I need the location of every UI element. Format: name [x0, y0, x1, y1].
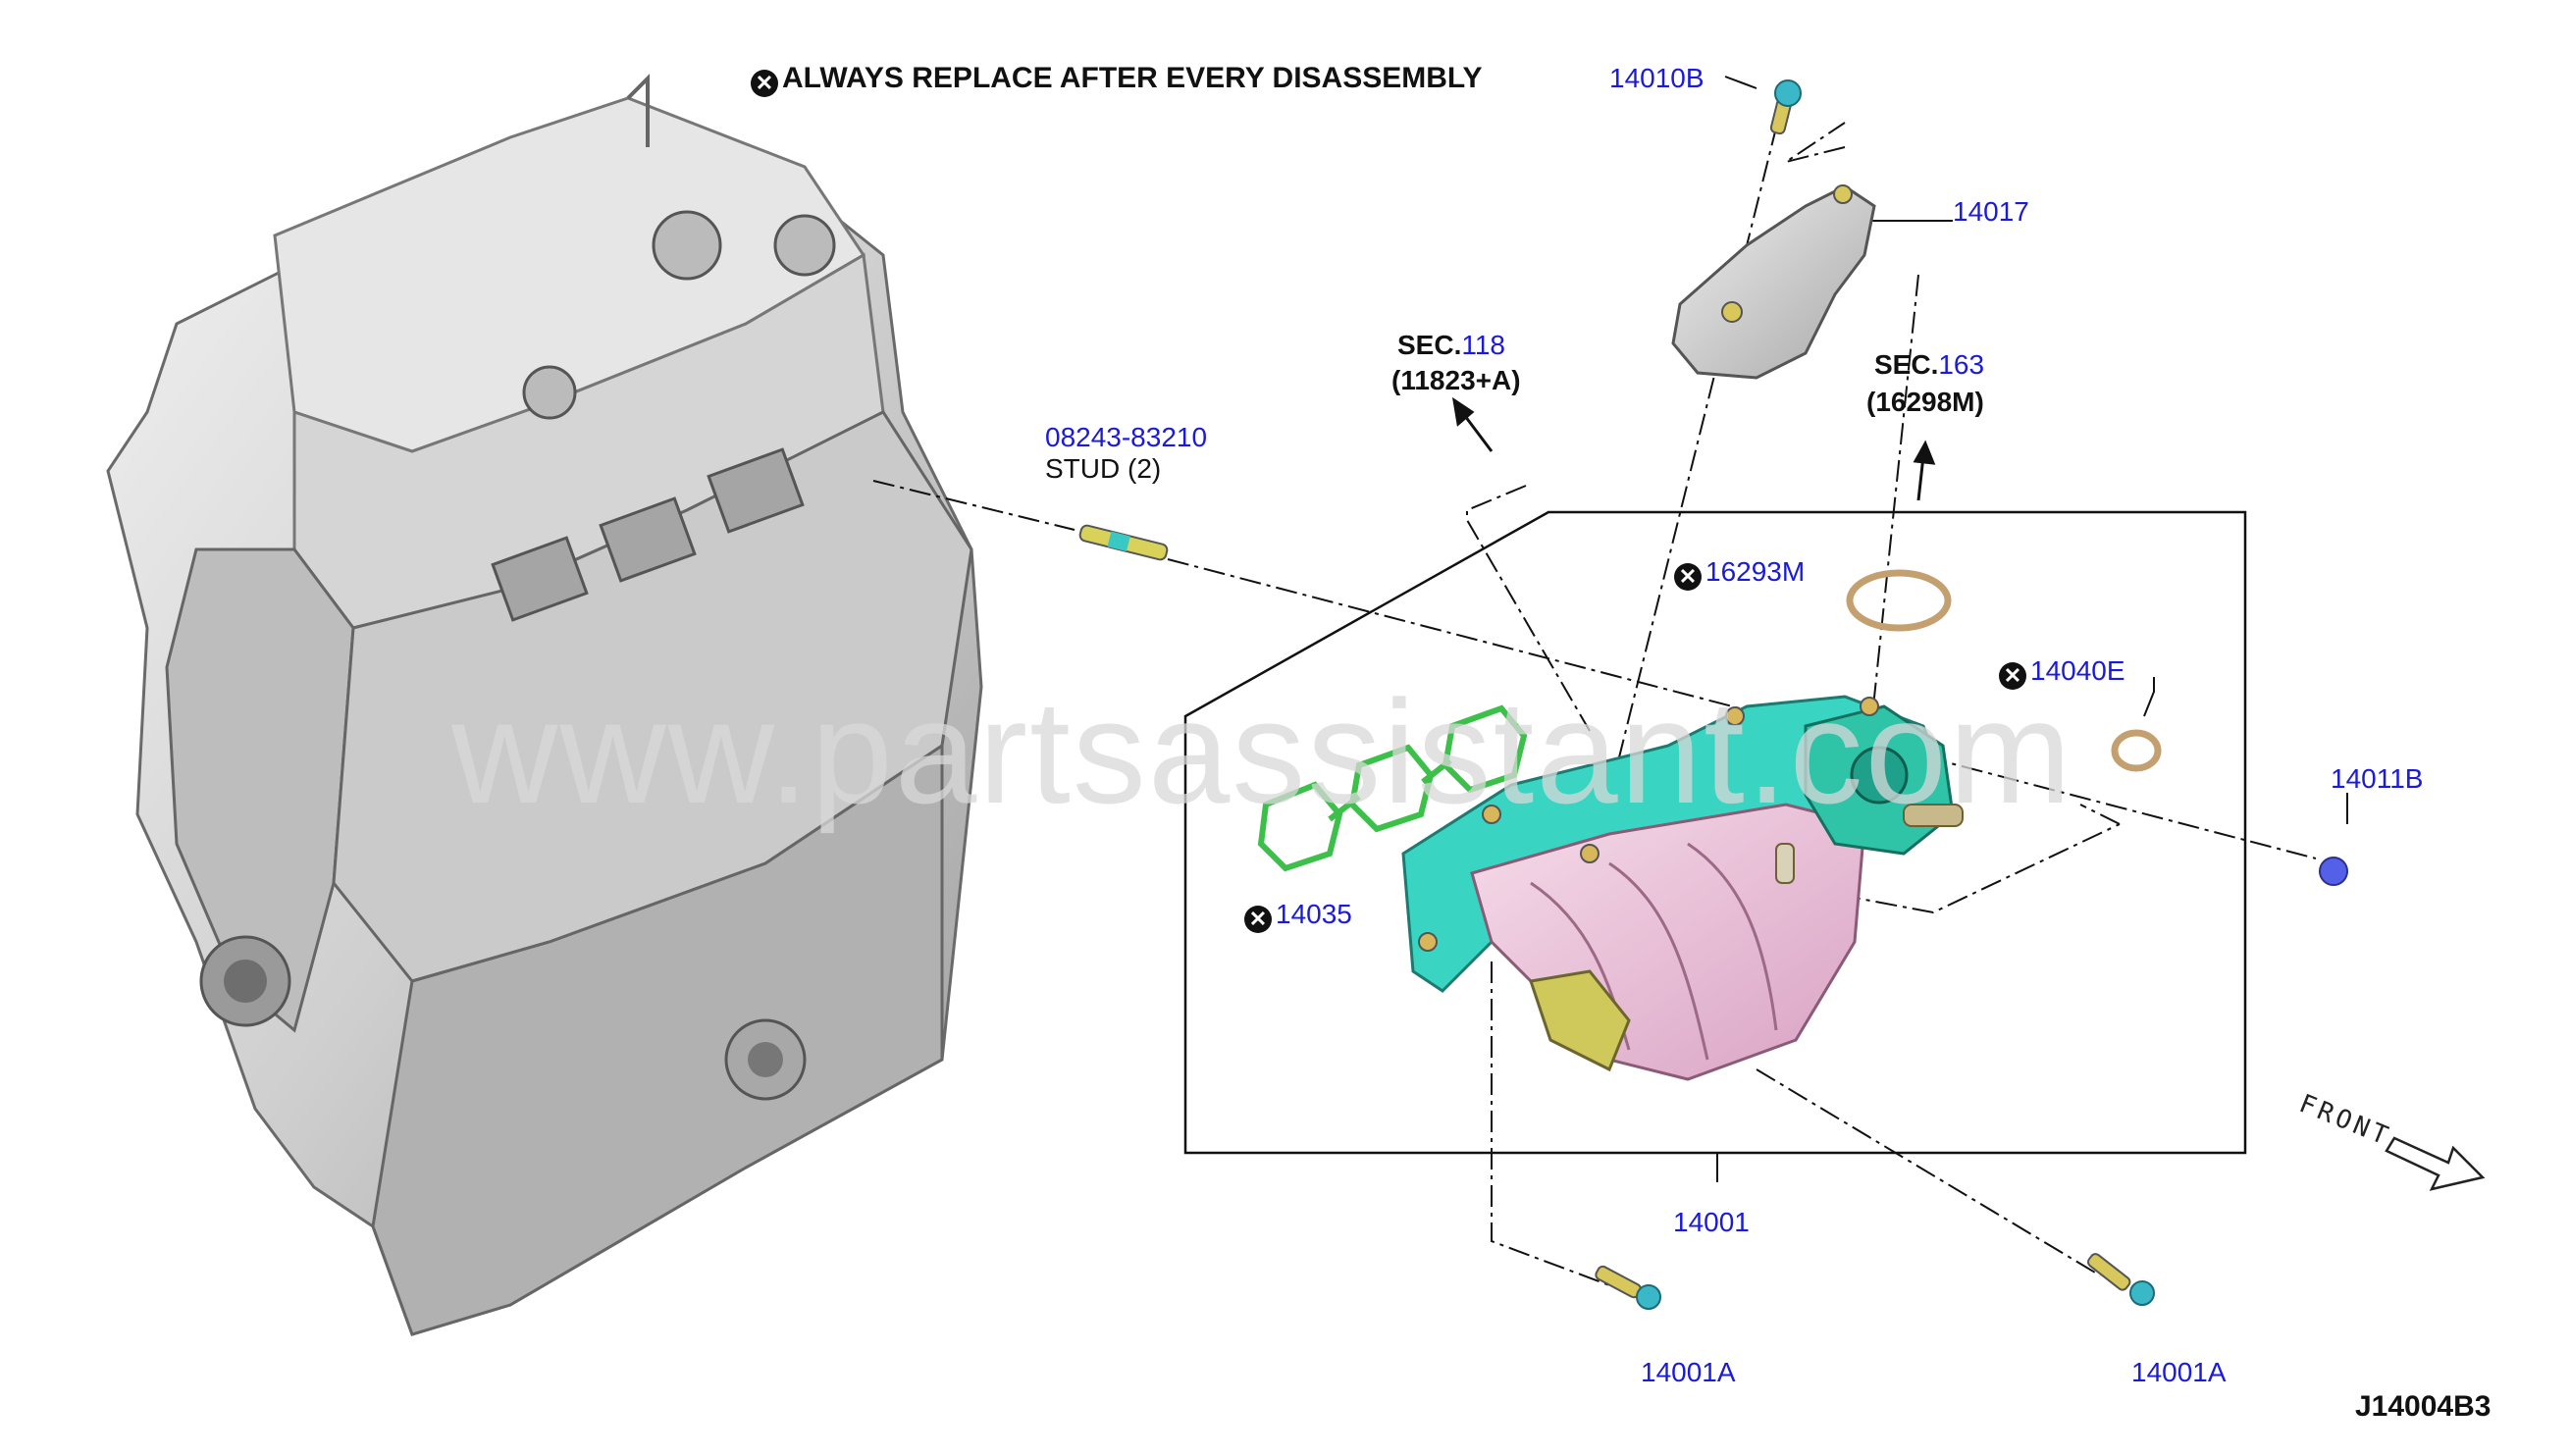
part-14001a-left[interactable]: 14001A	[1641, 1357, 1736, 1387]
diagram-code: J14004B3	[2355, 1390, 2491, 1423]
sec-163-ref[interactable]: SEC.163	[1874, 349, 1984, 381]
part-16293m-text: 16293M	[1705, 556, 1806, 587]
sec-163-sub: (16298M)	[1866, 387, 1984, 417]
notice-text: ALWAYS REPLACE AFTER EVERY DISASSEMBLY	[782, 62, 1483, 94]
part-14001a-right[interactable]: 14001A	[2131, 1357, 2227, 1387]
gasket-14035	[1257, 704, 1528, 872]
disassembly-notice: ✕ALWAYS REPLACE AFTER EVERY DISASSEMBLY	[751, 63, 1482, 97]
ring-16293m	[1846, 569, 1952, 632]
sec-118-ref[interactable]: SEC.118	[1397, 330, 1505, 361]
part-08243-83210[interactable]: 08243-83210	[1045, 422, 1208, 452]
watermark: www.partsassistant.com	[451, 669, 2073, 834]
assembly-outline	[1183, 510, 2247, 1155]
bolts	[1078, 79, 2348, 1310]
x-circle-icon: ✕	[1244, 906, 1272, 933]
stud-label: STUD (2)	[1045, 453, 1162, 484]
part-16293m[interactable]: ✕16293M	[1674, 556, 1805, 591]
sec-163-number: 163	[1938, 349, 1985, 380]
intake-manifold	[1401, 695, 1964, 1081]
x-circle-icon: ✕	[1674, 563, 1702, 591]
part-14035[interactable]: ✕14035	[1244, 899, 1352, 933]
part-14040e[interactable]: ✕14040E	[1999, 655, 2125, 690]
sec-arrows	[1451, 396, 1936, 501]
sec-118-sub: (11823+A)	[1391, 365, 1521, 395]
x-circle-icon: ✕	[1999, 662, 2026, 690]
part-14010b[interactable]: 14010B	[1609, 63, 1705, 93]
sec-118-prefix: SEC.	[1397, 330, 1462, 360]
sec-163-prefix: SEC.	[1874, 349, 1939, 380]
part-14040e-text: 14040E	[2030, 655, 2125, 686]
leader-lines	[872, 87, 2317, 1286]
part-14035-text: 14035	[1276, 899, 1352, 929]
bracket-14017	[1671, 184, 1876, 380]
front-arrow	[2385, 1136, 2486, 1191]
x-circle-icon: ✕	[751, 70, 778, 97]
sec-118-number: 118	[1461, 330, 1505, 360]
part-14001[interactable]: 14001	[1673, 1207, 1750, 1237]
part-14011b[interactable]: 14011B	[2331, 763, 2424, 794]
engine-block	[106, 74, 983, 1336]
part-14017[interactable]: 14017	[1953, 196, 2029, 227]
ring-14040e	[2111, 729, 2162, 772]
